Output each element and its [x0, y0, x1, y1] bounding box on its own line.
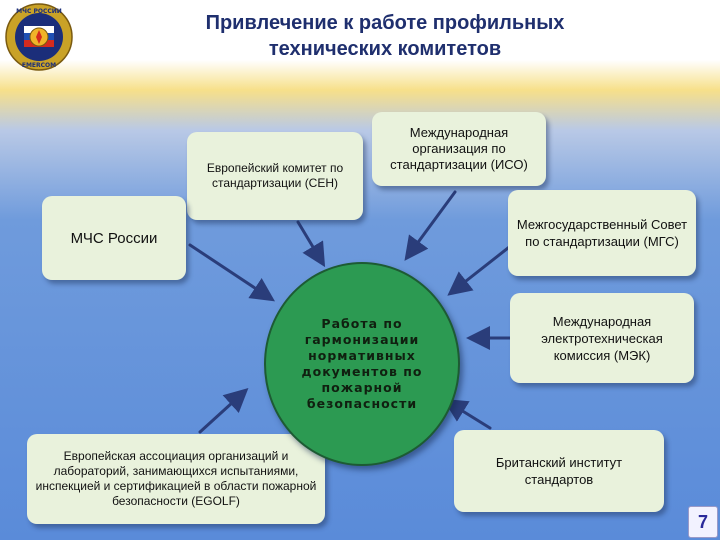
node-bsi-label: Британский институт стандартов — [495, 455, 623, 487]
center-node: Работа по гармонизации нормативных докум… — [264, 262, 460, 466]
page-title-line-2: технических комитетов — [268, 38, 502, 60]
arrow-from-cen — [296, 220, 326, 268]
node-mgs-label: Межгосударственный Совет по стандартизац… — [516, 217, 688, 249]
page-title-line-1: Привлечение к работе профильных — [205, 12, 565, 34]
node-cen-label: Европейский комитет по стандартизации (С… — [206, 161, 344, 190]
emblem-ring-text: МЧС РОССИИ — [16, 8, 62, 15]
node-bsi: Британский институт стандартов — [454, 430, 664, 512]
node-iso-label: Международная организация по стандартиза… — [390, 125, 528, 172]
node-cen: Европейский комитет по стандартизации (С… — [187, 132, 363, 220]
center-node-label: Работа по гармонизации нормативных докум… — [301, 316, 423, 411]
node-egolf-label: Европейская ассоциация организаций и лаб… — [35, 449, 317, 508]
mchs-emblem-logo: МЧС РОССИИ EMERCOM — [5, 3, 73, 71]
arrow-from-iso — [404, 190, 457, 261]
node-iec-label: Международная электротехническая комисси… — [541, 313, 663, 363]
arrow-from-bsi — [442, 398, 492, 430]
node-mchs: МЧС России — [42, 196, 186, 280]
arrow-from-mchs — [188, 243, 276, 302]
arrow-from-egolf — [198, 387, 249, 434]
node-mgs: Межгосударственный Совет по стандартизац… — [508, 190, 696, 276]
node-iec: Международная электротехническая комисси… — [510, 293, 694, 383]
node-egolf: Европейская ассоциация организаций и лаб… — [27, 434, 325, 524]
node-iso: Международная организация по стандартиза… — [372, 112, 546, 186]
node-mchs-label: МЧС России — [70, 229, 158, 247]
emblem-bottom-text: EMERCOM — [22, 62, 56, 69]
page-number: 7 — [688, 506, 718, 538]
page-title: Привлечение к работе профильных техничес… — [150, 10, 620, 62]
